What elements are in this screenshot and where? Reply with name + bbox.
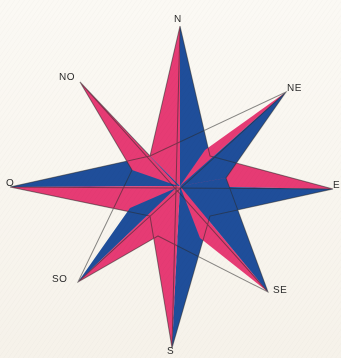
northwest-label: NO (59, 72, 75, 83)
south-label: S (167, 346, 174, 357)
north-label: N (174, 14, 182, 25)
southeast-label: SE (273, 285, 287, 296)
southwest-label: SO (52, 274, 67, 285)
west-label: O (6, 178, 14, 189)
east-label: E (333, 180, 340, 191)
northeast-label: NE (287, 83, 302, 94)
